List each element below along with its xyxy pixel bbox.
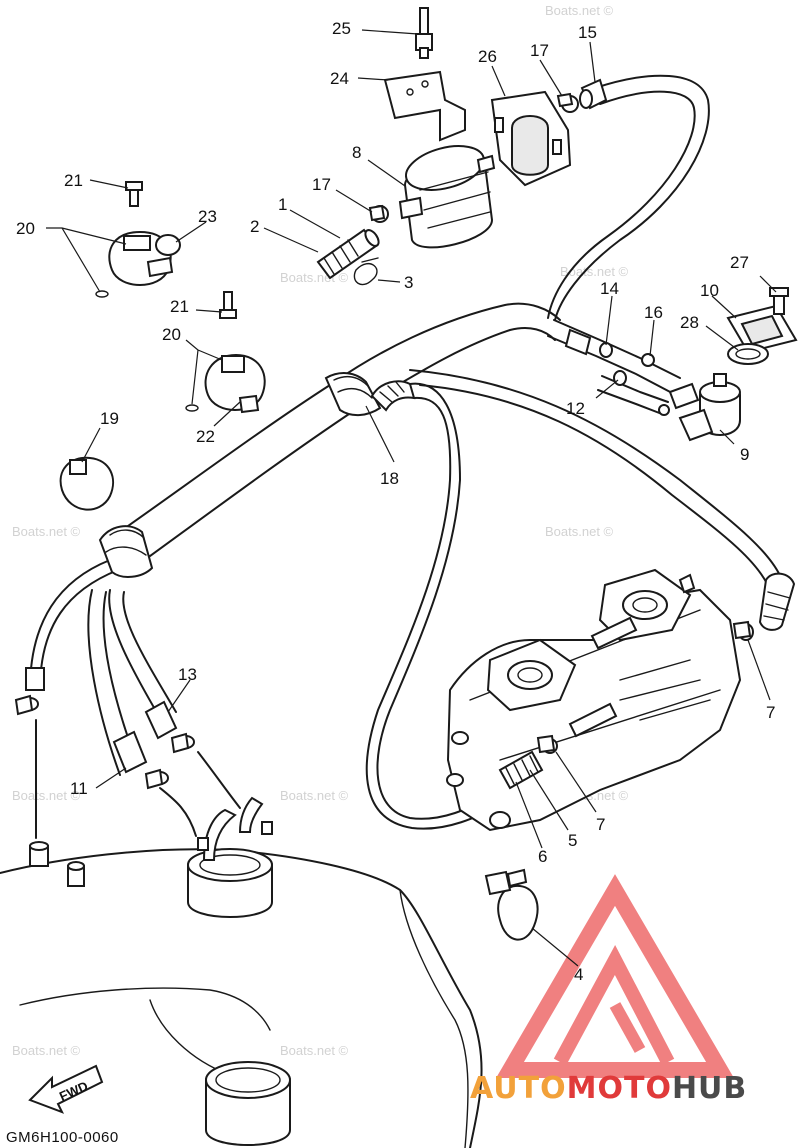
callout-17: 17: [312, 175, 331, 194]
watermark: Boats.net ©: [12, 788, 81, 803]
brand-part-moto: MOTO: [567, 1071, 672, 1106]
clamp-17-top: [556, 92, 579, 113]
bracket-24: [383, 70, 466, 142]
brand-part-auto: AUTO: [470, 1071, 567, 1106]
callout-16: 16: [644, 303, 663, 322]
clamp-19: [59, 456, 115, 511]
fuel-tank: [0, 841, 483, 1148]
carburetor-assembly: [446, 568, 742, 832]
hose-1-2: [316, 204, 389, 286]
callout-5: 5: [568, 831, 577, 850]
callout-14: 14: [600, 279, 619, 298]
callout-19: 19: [100, 409, 119, 428]
callout-27: 27: [730, 253, 749, 272]
small-clamps: [14, 342, 754, 790]
forward-arrow: FWD: [28, 1064, 104, 1114]
svg-text:AUTOMOTOHUB: AUTOMOTOHUB: [470, 1071, 747, 1106]
leader-lines: [46, 29, 777, 967]
bolt-25: [415, 7, 433, 59]
fuel-pump: [658, 373, 741, 442]
callout-8: 8: [352, 143, 361, 162]
callout-21: 21: [64, 171, 83, 190]
callout-25: 25: [332, 19, 351, 38]
watermark: Boats.net ©: [545, 3, 614, 18]
watermark: Boats.net ©: [12, 1043, 81, 1058]
callout-3: 3: [404, 273, 413, 292]
callout-28: 28: [680, 313, 699, 332]
callouts: 25 24 17 15 26 8 17 1 2 3 21 20 23 21 20…: [16, 19, 775, 984]
callout-26: 26: [478, 47, 497, 66]
callout-20: 20: [162, 325, 181, 344]
callout-18: 18: [380, 469, 399, 488]
callout-22: 22: [196, 427, 215, 446]
callout-12: 12: [566, 399, 585, 418]
watermark: Boats.net ©: [545, 524, 614, 539]
callout-10: 10: [700, 281, 719, 300]
callout-7: 7: [766, 703, 775, 722]
brand-logo: [496, 874, 734, 1078]
hose-lines: [25, 74, 796, 839]
pump-cover-parts: [726, 287, 798, 365]
callout-7: 7: [596, 815, 605, 834]
callout-4: 4: [574, 965, 583, 984]
brand-part-hub: HUB: [672, 1071, 747, 1106]
callout-13: 13: [178, 665, 197, 684]
diagram-code: GM6H100-0060: [6, 1129, 119, 1146]
callout-1: 1: [278, 195, 287, 214]
brand-wordmark: AUTOMOTOHUB: [470, 1071, 747, 1106]
callout-11: 11: [70, 779, 88, 798]
watermark: Boats.net ©: [280, 788, 349, 803]
watermark: Boats.net ©: [560, 264, 629, 279]
callout-9: 9: [740, 445, 749, 464]
callout-23: 23: [198, 207, 217, 226]
callout-24: 24: [330, 69, 349, 88]
fuel-filter: [398, 145, 496, 249]
callout-21: 21: [170, 297, 189, 316]
watermark: Boats.net ©: [280, 1043, 349, 1058]
callout-15: 15: [578, 23, 597, 42]
clamp-set-lower: [185, 291, 266, 414]
fuel-sender-unit: [187, 796, 273, 918]
clamp-set-upper: [95, 181, 181, 298]
watermark: Boats.net ©: [12, 524, 81, 539]
callout-17: 17: [530, 41, 549, 60]
clamp-4: [484, 868, 539, 941]
callout-2: 2: [250, 217, 259, 236]
callout-20: 20: [16, 219, 35, 238]
filter-bracket: [490, 90, 572, 187]
callout-6: 6: [538, 847, 547, 866]
